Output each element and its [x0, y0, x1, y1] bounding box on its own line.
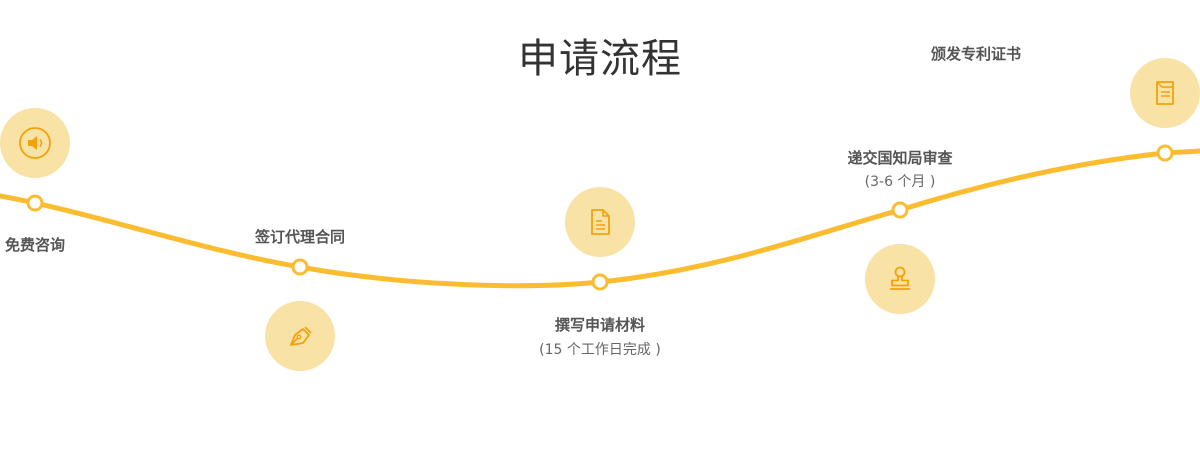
timeline-node-1 [26, 194, 44, 212]
pen-icon [290, 326, 312, 346]
step-3-duration: (15 个工作日完成 ) [539, 342, 661, 358]
stamp-icon [890, 266, 910, 290]
step-4-icon-circle [865, 244, 935, 314]
timeline-node-4 [891, 201, 909, 219]
step-3-label: 撰写申请材料 [554, 316, 646, 334]
step-4-duration: (3-6 个月 ) [864, 174, 936, 190]
step-3-icon-circle [565, 187, 635, 257]
timeline-node-3 [591, 273, 609, 291]
step-2-label: 签订代理合同 [254, 228, 346, 246]
timeline-node-5 [1156, 144, 1174, 162]
step-4-label: 递交国知局审查 [847, 149, 953, 167]
step-2-icon-circle [265, 301, 335, 371]
certificate-icon [1156, 81, 1174, 105]
page-title: 申请流程 [518, 36, 682, 82]
timeline-node-2 [291, 258, 309, 276]
step-1-label: 免费咨询 [4, 236, 66, 254]
step-1-icon-circle [0, 108, 70, 178]
document-icon [591, 209, 610, 235]
step-5-icon-circle [1130, 58, 1200, 128]
speaker-icon [19, 127, 51, 159]
step-5-label: 颁发专利证书 [930, 45, 1022, 63]
